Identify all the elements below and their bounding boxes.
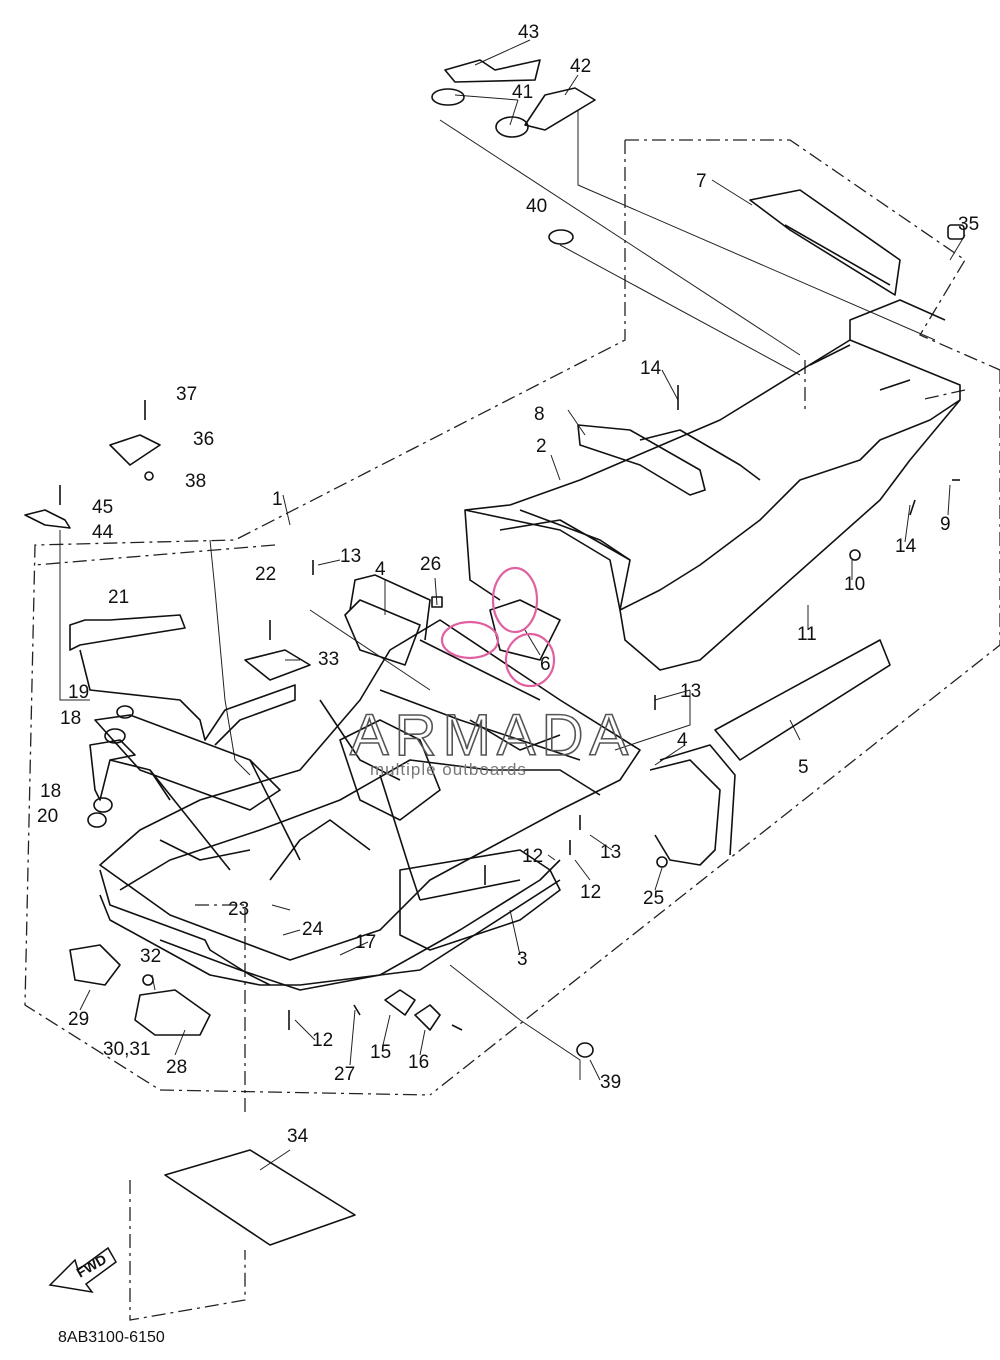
callout-4a: 4 <box>375 559 386 580</box>
callout-14b: 14 <box>895 536 917 557</box>
callout-28: 28 <box>166 1057 187 1078</box>
callout-39: 39 <box>600 1072 621 1093</box>
callout-21: 21 <box>108 587 129 608</box>
callout-14a: 14 <box>640 358 662 379</box>
callout-30-31: 30,31 <box>103 1039 151 1060</box>
callout-4b: 4 <box>677 730 688 751</box>
main-frame <box>69 599 641 991</box>
callout-labels: 43 42 41 7 40 35 14 37 8 36 2 38 1 45 9 … <box>37 22 979 1147</box>
callout-43: 43 <box>518 22 539 43</box>
callout-41: 41 <box>512 82 533 103</box>
watermark-brand: ARMADA <box>350 703 634 768</box>
callout-37: 37 <box>176 384 197 405</box>
callout-9: 9 <box>940 514 951 535</box>
callout-12a: 12 <box>522 846 543 867</box>
leader-lines <box>59 39 966 1171</box>
callout-19: 19 <box>68 682 89 703</box>
callout-6: 6 <box>540 654 551 675</box>
callout-5: 5 <box>798 757 809 778</box>
callout-33: 33 <box>318 649 339 670</box>
callout-24: 24 <box>302 919 324 940</box>
callout-44: 44 <box>92 522 114 543</box>
callout-32: 32 <box>140 946 161 967</box>
callout-13b: 13 <box>680 681 701 702</box>
callout-8: 8 <box>534 404 545 425</box>
callout-13c: 13 <box>600 842 621 863</box>
callout-1: 1 <box>272 489 283 510</box>
callout-16: 16 <box>408 1052 429 1073</box>
callout-11: 11 <box>797 624 817 645</box>
callout-2: 2 <box>536 436 547 457</box>
callout-18b: 18 <box>40 781 61 802</box>
callout-25: 25 <box>643 888 664 909</box>
watermark-tagline: multiple outboards <box>370 760 527 779</box>
callout-20: 20 <box>37 806 58 827</box>
callout-22: 22 <box>255 564 276 585</box>
callout-12b: 12 <box>580 882 601 903</box>
callout-29: 29 <box>68 1009 89 1030</box>
callout-35: 35 <box>958 214 979 235</box>
callout-40: 40 <box>526 196 547 217</box>
callout-26: 26 <box>420 554 441 575</box>
callout-18a: 18 <box>60 708 81 729</box>
callout-42: 42 <box>570 56 591 77</box>
fwd-label: FWD <box>74 1251 110 1281</box>
forward-arrow-icon: FWD <box>48 1246 117 1294</box>
callout-3: 3 <box>517 949 528 970</box>
watermark: ARMADA multiple outboards <box>349 566 634 779</box>
callout-7: 7 <box>696 171 707 192</box>
part-code: 8AB3100-6150 <box>58 1329 165 1346</box>
callout-27: 27 <box>334 1064 355 1085</box>
callout-23: 23 <box>228 899 249 920</box>
callout-13a: 13 <box>340 546 361 567</box>
callout-15: 15 <box>370 1042 391 1063</box>
callout-10: 10 <box>844 574 865 595</box>
callout-12c: 12 <box>312 1030 333 1051</box>
callout-38: 38 <box>185 471 206 492</box>
callout-45: 45 <box>92 497 113 518</box>
callout-17: 17 <box>355 932 376 953</box>
callout-34: 34 <box>287 1126 309 1147</box>
callout-36: 36 <box>193 429 214 450</box>
cargo-bed <box>24 59 965 1246</box>
